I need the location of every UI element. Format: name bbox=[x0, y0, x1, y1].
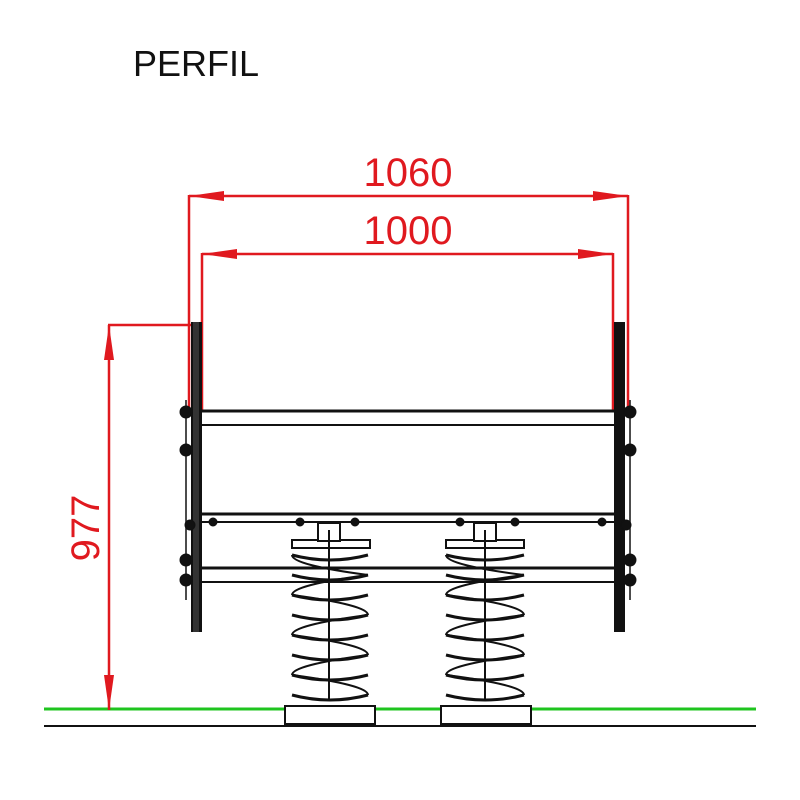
spring-left-base bbox=[284, 705, 376, 725]
dimension-outer-width-label: 1060 bbox=[364, 151, 453, 195]
right-upright bbox=[614, 322, 625, 632]
drawing-title: PERFIL bbox=[133, 43, 259, 84]
dimension-height-label: 977 bbox=[64, 495, 108, 562]
dimension-outer-width bbox=[187, 191, 630, 410]
spring-right bbox=[440, 522, 532, 725]
dimension-inner-width-label: 1000 bbox=[364, 209, 453, 253]
seat-frame bbox=[185, 322, 631, 632]
dimension-inner-width bbox=[200, 249, 615, 412]
bolts bbox=[179, 405, 637, 587]
spring-left bbox=[284, 522, 376, 725]
dimension-height bbox=[104, 323, 196, 710]
spring-right-base bbox=[440, 705, 532, 725]
